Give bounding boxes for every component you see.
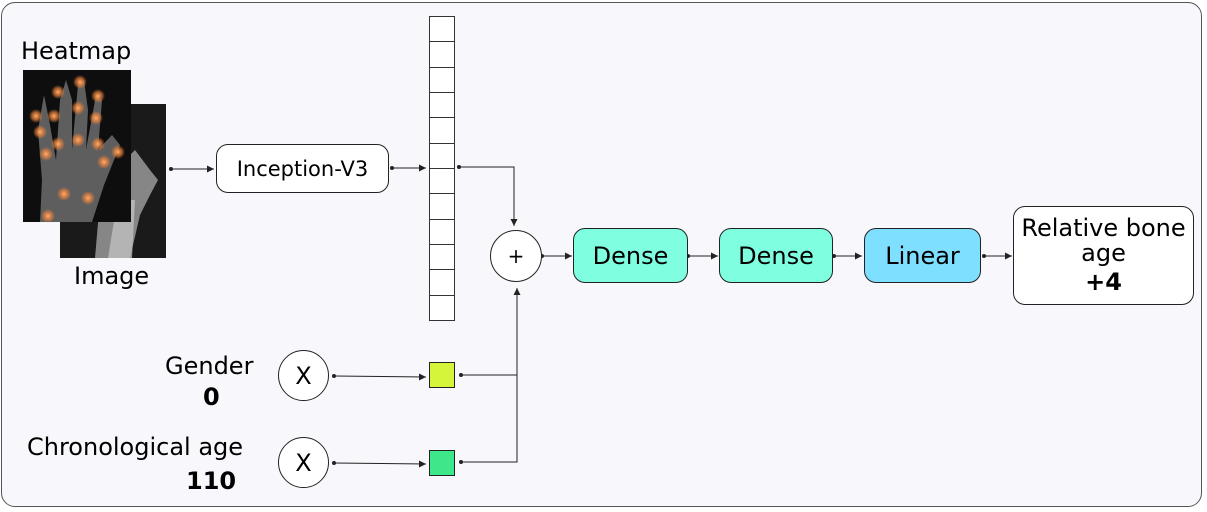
feature-vector [429,16,455,321]
age-embedding [429,450,455,476]
chronological-age-value: 110 [186,467,237,495]
output-node: Relative bone age +4 [1013,206,1194,305]
feature-vector-cell [429,218,455,245]
gender-embedding [429,362,455,388]
gender-value: 0 [203,383,220,411]
feature-vector-cell [429,117,455,144]
gender-multiply-node: X [278,350,329,401]
heatmap-image [23,70,131,223]
feature-vector-cell [429,66,455,93]
dense-layer-1: Dense [573,228,688,283]
feature-vector-cell [429,168,455,195]
output-label-line2: age [1081,238,1126,267]
dense-layer-2: Dense [719,228,833,283]
linear-layer: Linear [864,228,981,283]
feature-vector-cell [429,244,455,271]
output-label-line1: Relative bone [1021,213,1186,242]
image-label: Image [74,262,150,290]
inception-v3-node: Inception-V3 [216,144,389,193]
chronological-age-label: Chronological age [27,433,244,461]
output-value: +4 [1085,268,1122,297]
feature-vector-cell [429,294,455,321]
feature-vector-cell [429,193,455,220]
sum-node: + [490,230,542,282]
age-multiply-node: X [278,437,329,488]
feature-vector-cell [429,16,455,43]
feature-vector-cell [429,142,455,169]
feature-vector-cell [429,41,455,68]
heatmap-label: Heatmap [21,37,132,65]
feature-vector-cell [429,92,455,119]
gender-label: Gender [165,352,254,380]
feature-vector-cell [429,269,455,296]
